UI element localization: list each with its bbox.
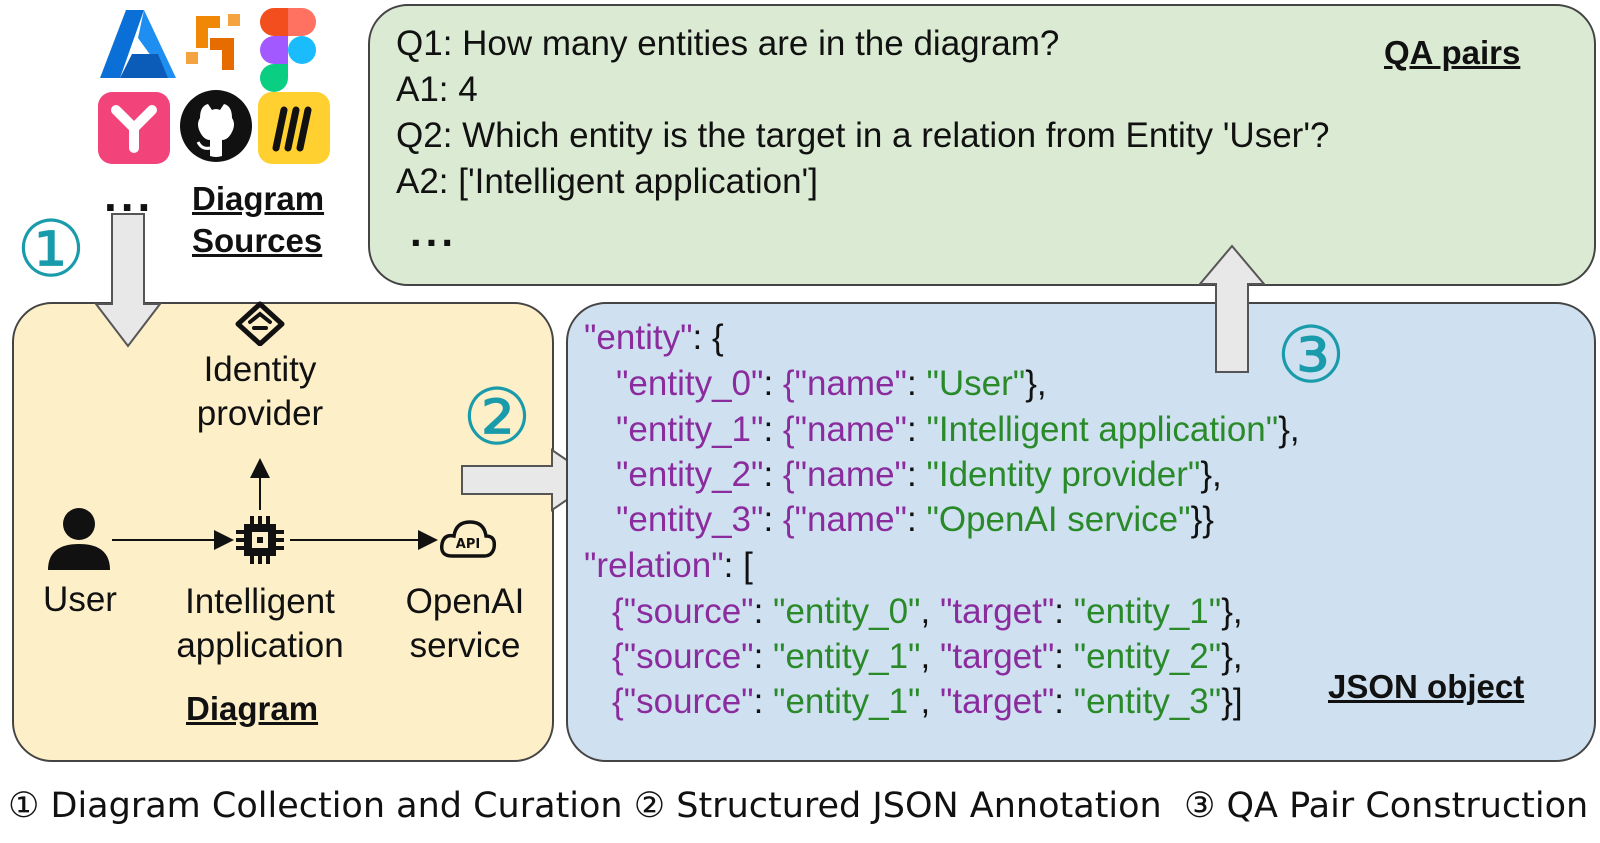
relation-target-value: "entity_2" [1073, 637, 1222, 676]
user-icon [48, 508, 110, 570]
json-entity-row: "entity_3": {"name": "OpenAI service"}} [616, 500, 1214, 539]
step-1-marker: ① [16, 205, 86, 295]
openai-service-label-1: OpenAI [405, 582, 525, 621]
identity-provider-label-2: provider [196, 394, 324, 433]
relation-source-value: "entity_0" [773, 592, 921, 631]
json-entity-row: "entity_1": {"name": "Intelligent applic… [616, 410, 1300, 449]
relation-end: }] [1221, 682, 1243, 721]
diagram-title: Diagram [186, 690, 319, 727]
handshake-icon [235, 301, 285, 346]
relation-target-key: "target" [939, 592, 1055, 631]
api-cloud-icon: API [439, 520, 497, 558]
relation-source-key: {"source" [612, 592, 754, 631]
entity-id: "entity_3" [616, 500, 764, 539]
entity-id: "entity_2" [616, 455, 764, 494]
identity-provider-label-1: Identity [203, 350, 317, 389]
entity-end: }} [1190, 500, 1214, 539]
sources-title-line1: Diagram [192, 180, 325, 217]
azure-logo [100, 10, 176, 78]
relation-target-value: "entity_1" [1073, 592, 1222, 631]
api-badge-text: API [456, 537, 480, 552]
relation-source-value: "entity_1" [773, 682, 921, 721]
relation-target-key: "target" [939, 637, 1055, 676]
miro-m-icon [272, 106, 312, 152]
chip-icon [236, 516, 284, 564]
json-relation-open: "relation": [ [584, 546, 753, 585]
step-3-marker: ③ [1276, 311, 1346, 401]
user-label: User [43, 580, 117, 619]
entity-name-value: "User" [926, 364, 1026, 403]
relation-source-key: {"source" [612, 637, 754, 676]
openai-service-label-2: service [409, 626, 521, 665]
entity-name-value: "Intelligent application" [926, 410, 1279, 449]
json-entity-row: "entity_2": {"name": "Identity provider"… [616, 455, 1222, 494]
intelligent-app-label-1: Intelligent [185, 582, 335, 621]
entity-name-key: {"name" [782, 455, 907, 494]
qa-line-q1: Q1: How many entities are in the diagram… [396, 24, 1060, 63]
json-relation-row: {"source": "entity_1", "target": "entity… [612, 637, 1243, 676]
entity-end: }, [1025, 364, 1047, 403]
diagram-connectors [112, 458, 438, 550]
json-relation-row: {"source": "entity_0", "target": "entity… [612, 592, 1243, 631]
yworks-y-icon [111, 105, 157, 153]
entity-name-key: {"name" [782, 410, 907, 449]
qa-line-a2: A2: ['Intelligent application'] [396, 162, 818, 201]
json-panel [566, 302, 1596, 762]
figma-logo [260, 8, 316, 92]
json-relation-row: {"source": "entity_1", "target": "entity… [612, 682, 1243, 721]
draw-io-logo [186, 14, 240, 70]
down-arrow [93, 213, 163, 348]
relation-end: }, [1221, 592, 1243, 631]
entity-name-key: {"name" [782, 500, 907, 539]
qa-line-q2: Q2: Which entity is the target in a rela… [396, 116, 1330, 155]
up-arrow [1197, 244, 1267, 373]
relation-end: }, [1221, 637, 1243, 676]
pipeline-caption: ① Diagram Collection and Curation ② Stru… [8, 786, 1589, 826]
qa-title: QA pairs [1384, 34, 1521, 71]
entity-name-key: {"name" [782, 364, 907, 403]
json-entity-open: "entity": { [584, 318, 724, 357]
json-title: JSON object [1328, 668, 1525, 705]
entity-end: }, [1200, 455, 1222, 494]
intelligent-app-label-2: application [176, 626, 344, 665]
step-2-marker: ② [462, 373, 532, 463]
qa-ellipsis: ... [410, 208, 458, 255]
json-relation-key: "relation" [584, 546, 724, 585]
github-logo [180, 90, 252, 162]
json-entity-row: "entity_0": {"name": "User"}, [616, 364, 1047, 403]
json-entity-key: "entity" [584, 318, 693, 357]
qa-panel [368, 4, 1596, 286]
entity-end: }, [1278, 410, 1300, 449]
entity-name-value: "Identity provider" [926, 455, 1201, 494]
relation-target-key: "target" [939, 682, 1055, 721]
entity-id: "entity_0" [616, 364, 764, 403]
relation-source-value: "entity_1" [773, 637, 921, 676]
qa-line-a1: A1: 4 [396, 70, 478, 109]
relation-source-key: {"source" [612, 682, 754, 721]
relation-target-value: "entity_3" [1073, 682, 1222, 721]
entity-name-value: "OpenAI service" [926, 500, 1191, 539]
sources-title-line2: Sources [192, 222, 323, 259]
entity-id: "entity_1" [616, 410, 764, 449]
